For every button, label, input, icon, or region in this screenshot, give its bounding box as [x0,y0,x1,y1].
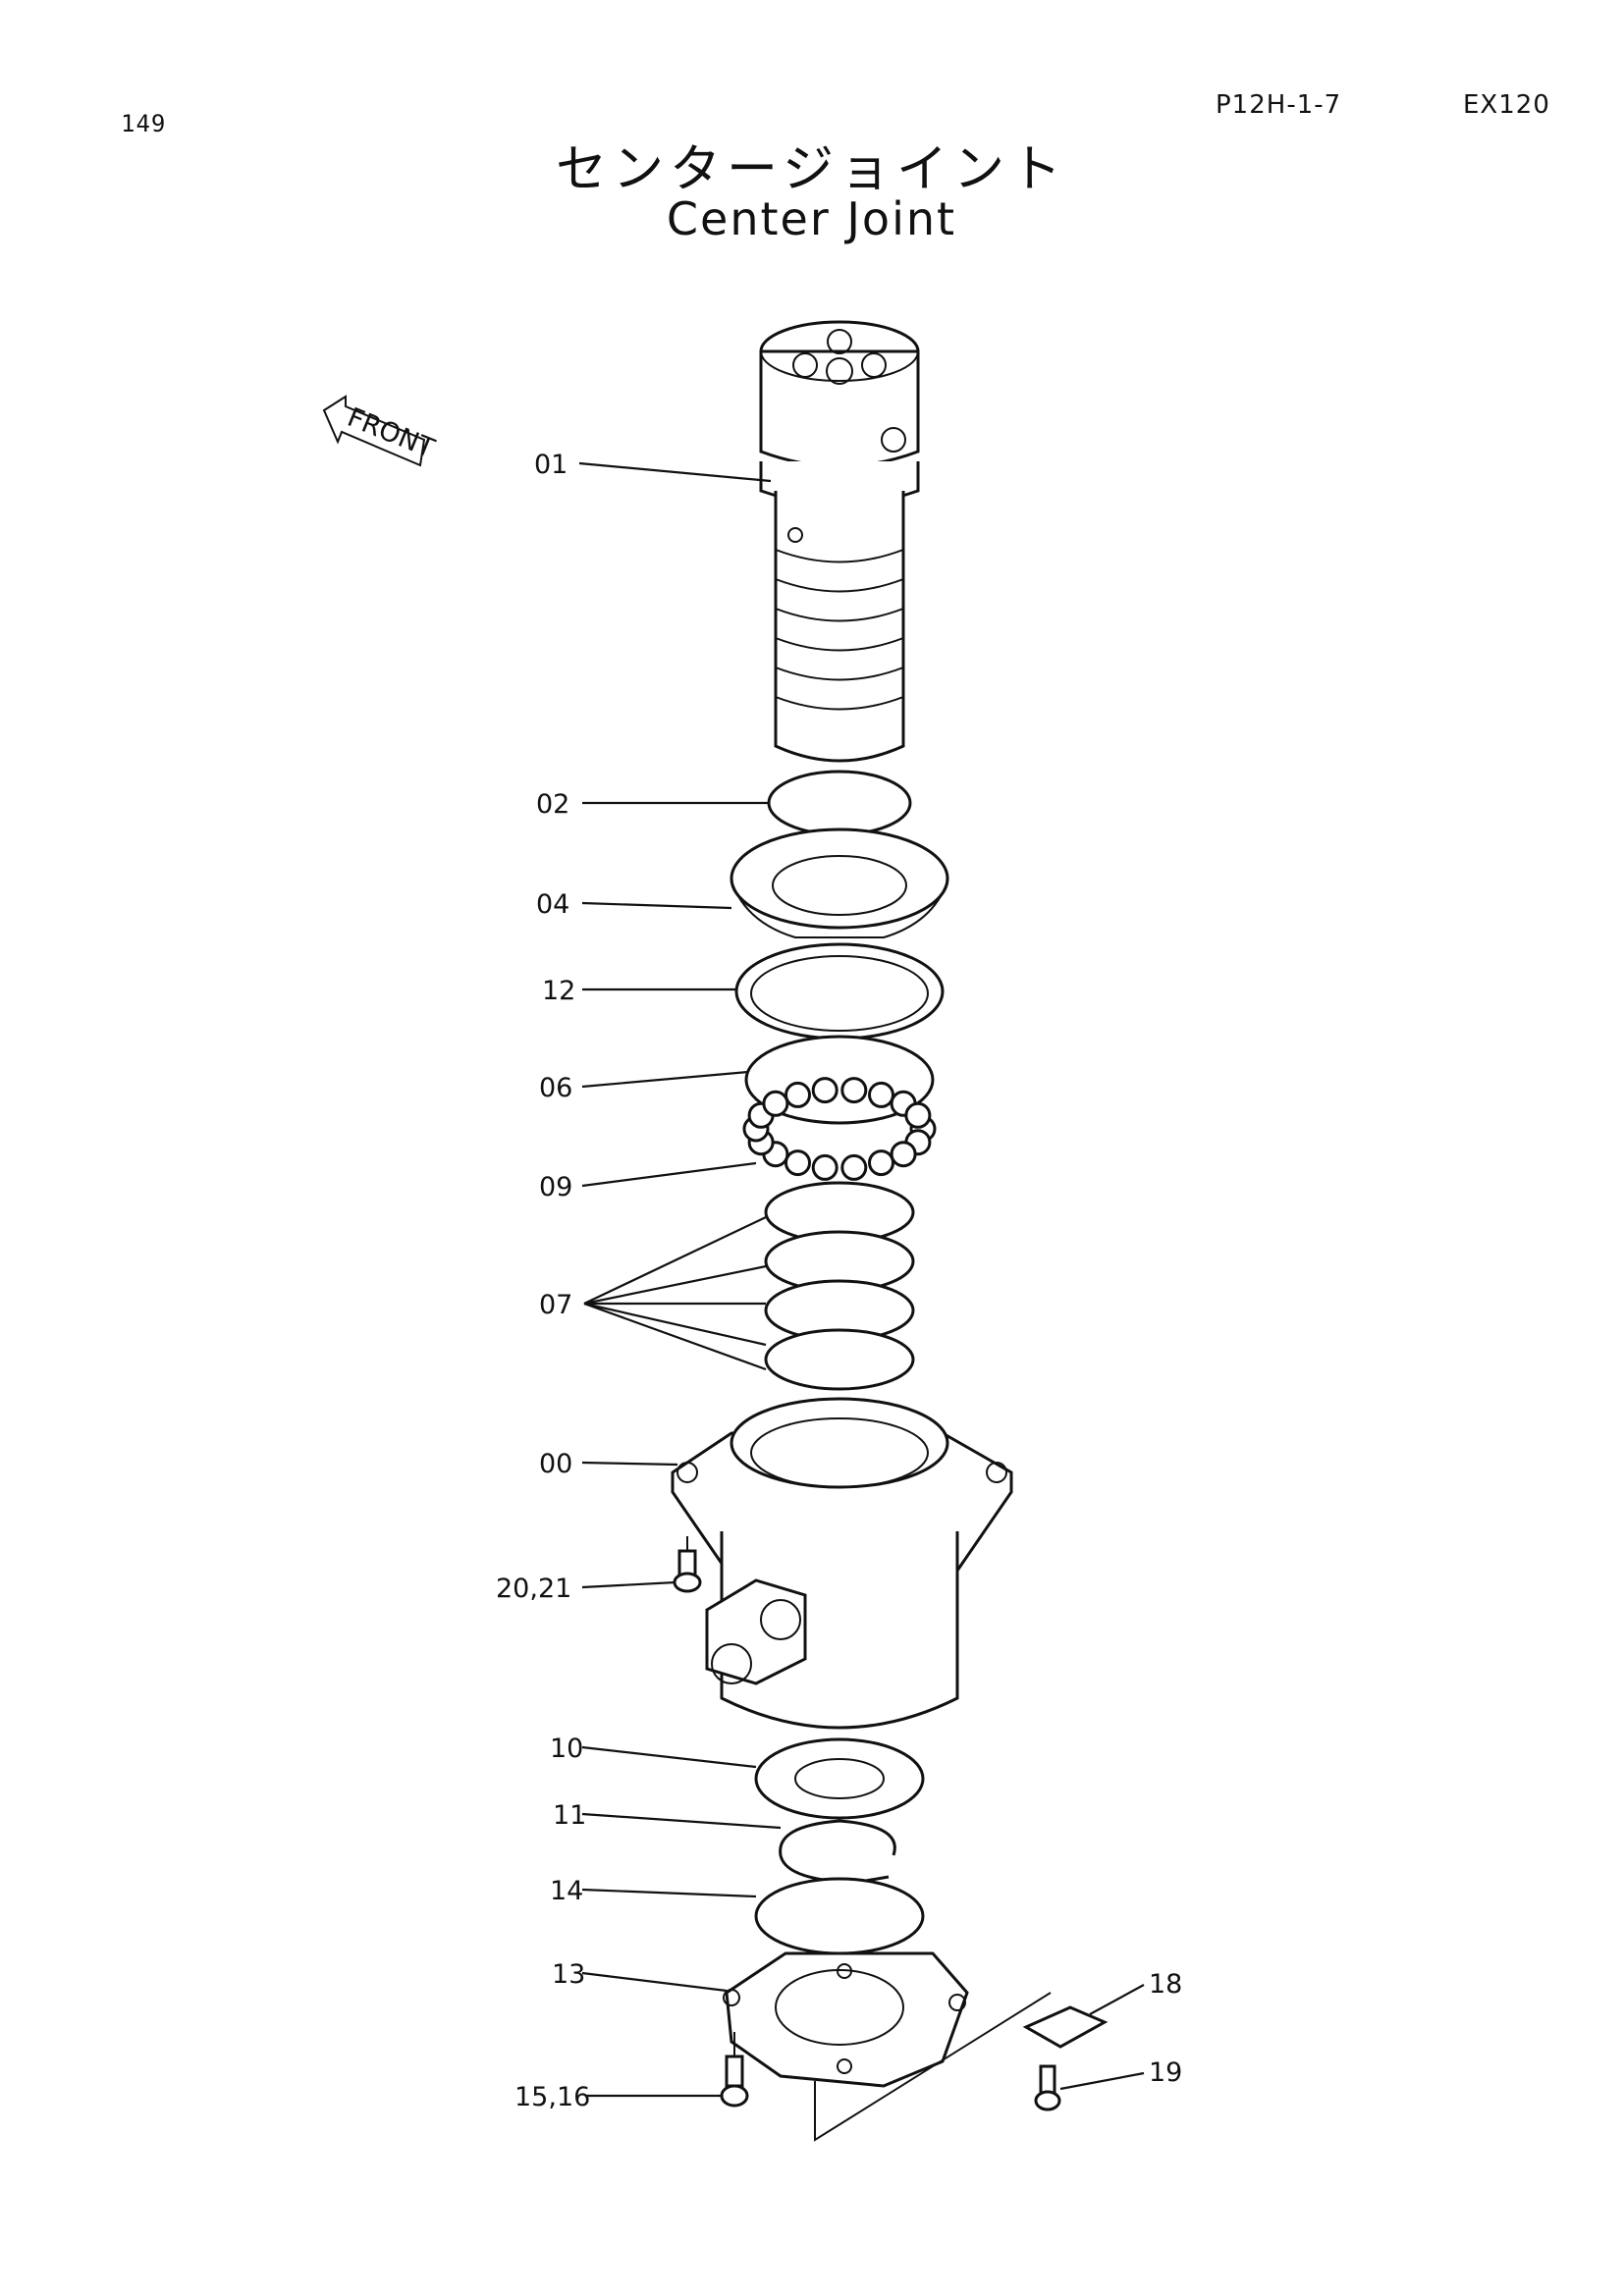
callout-12: 12 [542,976,575,1006]
part-20-21-bolt [673,1536,702,1593]
callout-11: 11 [553,1800,586,1831]
title-english: Center Joint [666,192,957,245]
callout-09: 09 [539,1172,572,1202]
model-label: EX120 [1463,90,1550,120]
callout-13: 13 [552,1959,585,1990]
ball [784,1149,811,1177]
part-19-bolt [1034,2064,1061,2111]
part-02-o-ring [767,770,912,836]
part-18-plate [1022,2005,1109,2049]
part-11-snap-ring [779,1819,896,1885]
part-01-spindle [759,320,920,763]
ball [868,1081,894,1108]
part-12-seal-ring [734,942,945,1041]
part-07-rings [764,1181,915,1391]
part-04-seal [730,828,949,938]
callout-07: 07 [539,1290,572,1320]
callout-19: 19 [1149,2057,1182,2088]
ball [840,1077,868,1104]
ball [811,1153,839,1181]
callout-20-21: 20,21 [496,1574,571,1604]
part-09-ball-ring [742,1077,937,1181]
callout-14: 14 [550,1876,583,1906]
callout-06: 06 [539,1073,572,1103]
callout-02: 02 [536,789,569,820]
callout-04: 04 [536,889,569,920]
callout-01: 01 [534,450,568,480]
callout-10: 10 [550,1734,583,1764]
part-10-ring [754,1737,925,1820]
ball [784,1081,811,1108]
ball [904,1101,932,1129]
ball [762,1090,789,1117]
callout-15-16: 15,16 [514,2082,590,2112]
page-number: 149 [121,110,167,137]
part-15-16-bolt [720,2032,749,2108]
callout-00: 00 [539,1449,572,1479]
ball [868,1149,894,1177]
part-14-o-ring [754,1877,925,1955]
title-japanese: センタージョイント [556,140,1067,199]
callout-18: 18 [1149,1969,1182,2000]
part-00-body [671,1397,1013,1730]
front-label: FRONT [343,402,439,464]
drawing-code: P12H-1-7 [1216,90,1342,120]
ball [890,1141,917,1168]
ball [811,1077,839,1104]
assembly-line [814,1992,1052,2142]
front-arrow-icon: FRONT [322,395,439,467]
ball [840,1153,868,1181]
part-13-cover [723,1951,969,2088]
